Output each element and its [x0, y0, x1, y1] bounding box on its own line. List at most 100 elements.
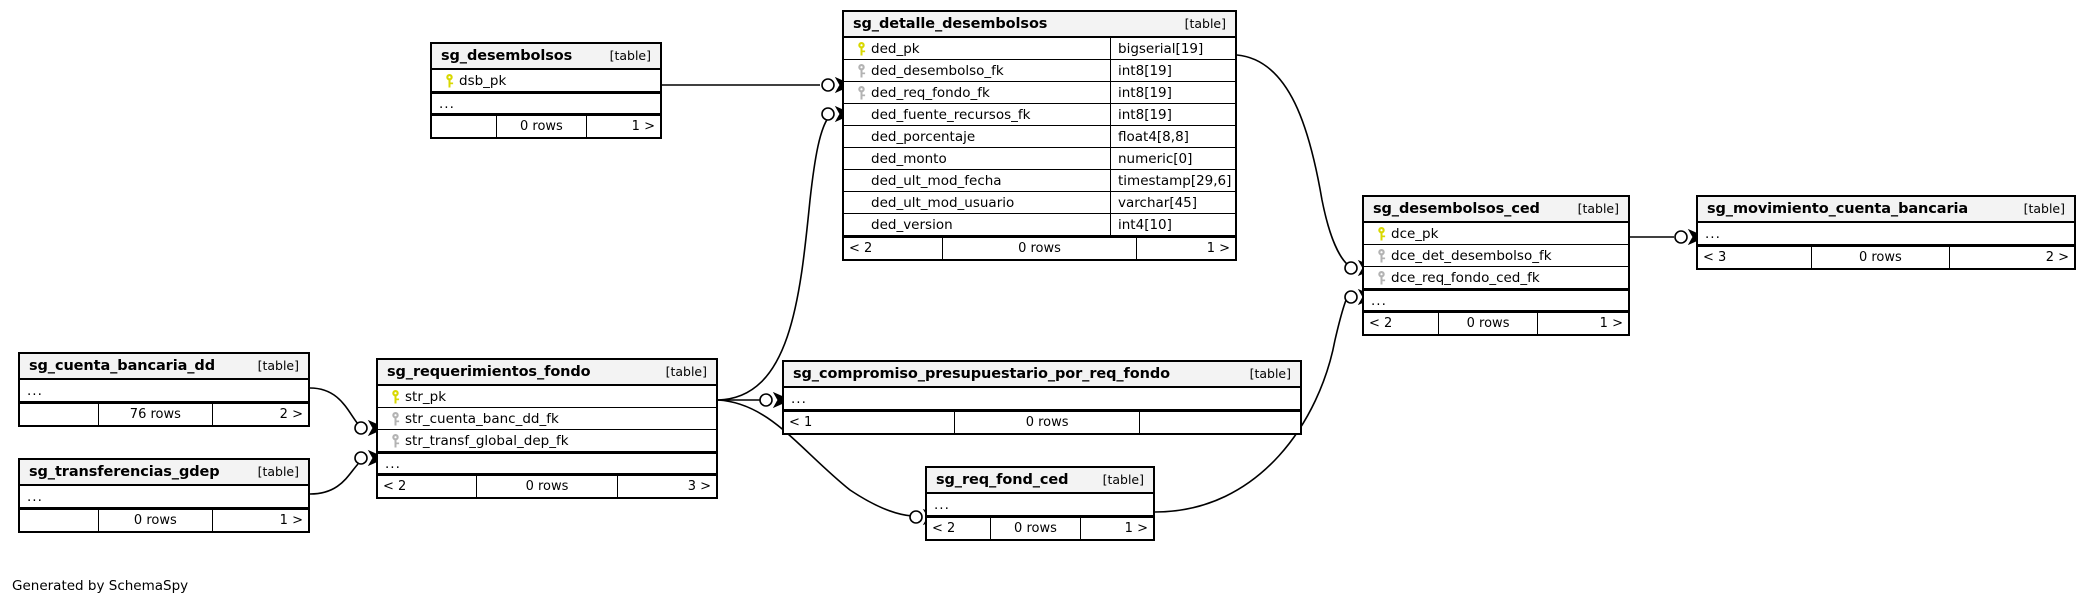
footer-prev-count[interactable]: < 1	[789, 415, 813, 430]
foreign-key-icon	[1372, 248, 1391, 263]
column-row[interactable]: str_transf_global_dep_fk	[378, 430, 716, 452]
footer-row-count: 0 rows	[941, 238, 1138, 259]
column-name-cell: dce_pk	[1364, 226, 1628, 242]
column-label: ded_version	[871, 216, 953, 233]
column-label: dce_det_desembolso_fk	[1391, 247, 1552, 264]
footer-next-count[interactable]: 1 >	[1599, 316, 1623, 331]
table-sg_movimiento_cuenta_bancaria[interactable]: sg_movimiento_cuenta_bancaria [table] ..…	[1696, 195, 2076, 270]
column-row[interactable]: ded_req_fondo_fk int8[19]	[844, 82, 1235, 104]
primary-key-icon	[386, 389, 405, 404]
column-name-cell: dsb_pk	[432, 73, 660, 89]
table-sg_requerimientos_fondo[interactable]: sg_requerimientos_fondo [table] str_pk s…	[376, 358, 718, 499]
column-row[interactable]: ded_fuente_recursos_fk int8[19]	[844, 104, 1235, 126]
footer-next-count[interactable]	[1140, 412, 1300, 433]
column-row[interactable]: dce_req_fondo_ced_fk	[1364, 267, 1628, 289]
table-footer: 0 rows 1 >	[432, 114, 660, 137]
column-row[interactable]: ded_version int4[10]	[844, 214, 1235, 236]
column-row[interactable]: ded_ult_mod_usuario varchar[45]	[844, 192, 1235, 214]
column-ellipsis-row: ...	[20, 486, 308, 508]
table-name: sg_req_fond_ced	[936, 471, 1069, 488]
primary-key-icon	[440, 73, 459, 88]
footer-prev-count[interactable]: < 2	[849, 241, 873, 256]
ellipsis-label: ...	[27, 382, 43, 399]
column-name-cell: dce_det_desembolso_fk	[1364, 248, 1628, 264]
link-reqfondo-to-detalle	[717, 117, 829, 401]
footer-prev-count[interactable]: < 2	[932, 521, 956, 536]
table-type-label: [table]	[1249, 366, 1291, 381]
link-detalle-to-desembolsosced	[1236, 54, 1349, 266]
footer-prev-count[interactable]: < 3	[1703, 250, 1727, 265]
column-label: ded_porcentaje	[871, 128, 976, 145]
column-name-cell: ded_desembolso_fk	[844, 63, 1110, 79]
table-sg_transferencias_gdep[interactable]: sg_transferencias_gdep [table] ... 0 row…	[18, 458, 310, 533]
column-row[interactable]: str_cuenta_banc_dd_fk	[378, 408, 716, 430]
footer-prev-count[interactable]	[20, 404, 98, 425]
column-type: varchar[45]	[1110, 192, 1235, 213]
table-header: sg_requerimientos_fondo [table]	[378, 360, 716, 386]
footer-next-count[interactable]: 1 >	[1206, 241, 1230, 256]
table-name: sg_movimiento_cuenta_bancaria	[1707, 200, 1969, 217]
footer-next-count[interactable]: 1 >	[279, 513, 303, 528]
table-type-label: [table]	[665, 364, 707, 379]
foreign-key-icon	[386, 433, 405, 448]
table-sg_req_fond_ced[interactable]: sg_req_fond_ced [table] ... < 2 0 rows 1…	[925, 466, 1155, 541]
column-label: ded_monto	[871, 150, 947, 167]
footer-prev-count[interactable]: < 2	[1369, 316, 1393, 331]
column-label: str_transf_global_dep_fk	[405, 432, 569, 449]
table-name: sg_detalle_desembolsos	[853, 15, 1048, 32]
table-name: sg_requerimientos_fondo	[387, 363, 591, 380]
ellipsis-label: ...	[27, 488, 43, 505]
column-row[interactable]: ded_monto numeric[0]	[844, 148, 1235, 170]
footer-next-count[interactable]: 2 >	[279, 407, 303, 422]
column-row[interactable]: str_pk	[378, 386, 716, 408]
table-footer: 0 rows 1 >	[20, 508, 308, 531]
column-row[interactable]: dsb_pk	[432, 70, 660, 92]
column-ellipsis-row: ...	[432, 92, 660, 114]
table-sg_desembolsos[interactable]: sg_desembolsos [table] dsb_pk ... 0 rows…	[430, 42, 662, 139]
column-row[interactable]: ded_pk bigserial[19]	[844, 38, 1235, 60]
table-footer: < 1 0 rows	[784, 410, 1300, 433]
ellipsis-label: ...	[791, 390, 807, 407]
table-name: sg_desembolsos	[441, 47, 573, 64]
column-row[interactable]: ded_desembolso_fk int8[19]	[844, 60, 1235, 82]
footer-prev-count[interactable]: < 2	[383, 479, 407, 494]
column-label: dce_req_fondo_ced_fk	[1391, 269, 1540, 286]
column-name-cell: ded_req_fondo_fk	[844, 85, 1110, 101]
column-name-cell: dce_req_fondo_ced_fk	[1364, 270, 1628, 286]
footer-next-count[interactable]: 2 >	[2045, 250, 2069, 265]
table-type-label: [table]	[257, 358, 299, 373]
table-type-label: [table]	[257, 464, 299, 479]
column-name-cell: str_transf_global_dep_fk	[378, 433, 716, 449]
table-header: sg_movimiento_cuenta_bancaria [table]	[1698, 197, 2074, 223]
table-type-label: [table]	[609, 48, 651, 63]
column-row[interactable]: ded_ult_mod_fecha timestamp[29,6]	[844, 170, 1235, 192]
table-header: sg_transferencias_gdep [table]	[20, 460, 308, 486]
table-sg_detalle_desembolsos[interactable]: sg_detalle_desembolsos [table] ded_pk bi…	[842, 10, 1237, 261]
column-row[interactable]: ded_porcentaje float4[8,8]	[844, 126, 1235, 148]
footer-row-count: 0 rows	[495, 116, 588, 137]
column-row[interactable]: dce_pk	[1364, 223, 1628, 245]
column-type: int8[19]	[1110, 104, 1235, 125]
table-header: sg_cuenta_bancaria_dd [table]	[20, 354, 308, 380]
table-type-label: [table]	[2023, 201, 2065, 216]
foreign-key-icon	[386, 411, 405, 426]
column-name-cell: ded_porcentaje	[844, 129, 1110, 145]
table-footer: < 2 0 rows 3 >	[378, 474, 716, 497]
table-sg_compromiso_presupuestario_por_req_fondo[interactable]: sg_compromiso_presupuestario_por_req_fon…	[782, 360, 1302, 435]
footer-prev-count[interactable]	[432, 116, 496, 137]
foreign-key-icon	[852, 63, 871, 78]
footer-next-count[interactable]: 1 >	[1124, 521, 1148, 536]
footer-prev-count[interactable]	[20, 510, 98, 531]
column-type: float4[8,8]	[1110, 126, 1235, 147]
footer-next-count[interactable]: 3 >	[687, 479, 711, 494]
column-type: int8[19]	[1110, 60, 1235, 81]
footer-next-count[interactable]: 1 >	[631, 119, 655, 134]
column-row[interactable]: dce_det_desembolso_fk	[1364, 245, 1628, 267]
footer-row-count: 0 rows	[990, 518, 1081, 539]
table-sg_desembolsos_ced[interactable]: sg_desembolsos_ced [table] dce_pk dce_de…	[1362, 195, 1630, 336]
table-sg_cuenta_bancaria_dd[interactable]: sg_cuenta_bancaria_dd [table] ... 76 row…	[18, 352, 310, 427]
column-ellipsis-row: ...	[378, 452, 716, 474]
column-ellipsis-row: ...	[20, 380, 308, 402]
table-footer: 76 rows 2 >	[20, 402, 308, 425]
